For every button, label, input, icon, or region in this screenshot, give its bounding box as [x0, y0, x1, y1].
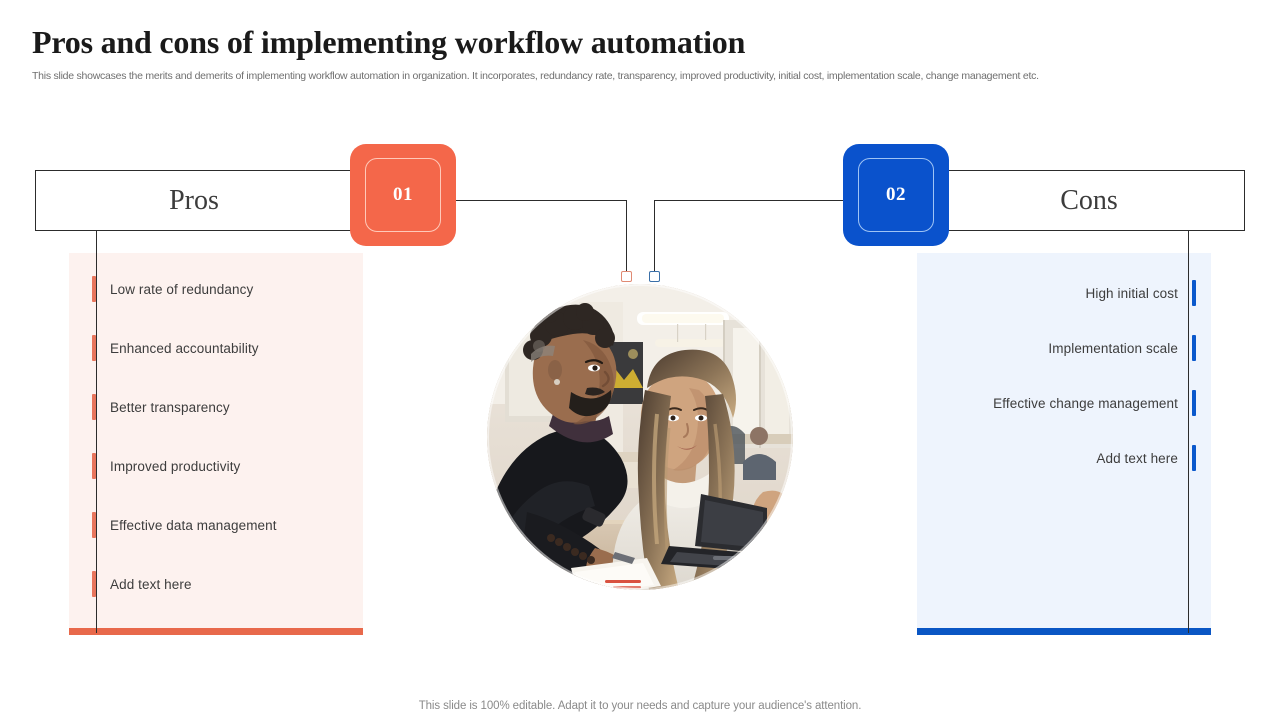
pros-list-item[interactable]: Better transparency [92, 394, 230, 420]
pros-list-item[interactable]: Enhanced accountability [92, 335, 259, 361]
pros-list-item[interactable]: Add text here [92, 571, 192, 597]
pros-item-label: Enhanced accountability [110, 340, 259, 356]
pros-panel [69, 253, 363, 628]
cons-header-box: Cons [897, 170, 1245, 231]
bullet-bar-icon [92, 453, 96, 479]
bullet-bar-icon [1192, 445, 1196, 471]
cons-list-item[interactable]: High initial cost [1085, 280, 1196, 306]
connector-line-right-horizontal [654, 200, 844, 202]
bullet-bar-icon [92, 571, 96, 597]
bullet-bar-icon [92, 276, 96, 302]
cons-list-item[interactable]: Effective change management [993, 390, 1196, 416]
cons-item-label: Implementation scale [1048, 340, 1178, 356]
pros-list-item[interactable]: Improved productivity [92, 453, 240, 479]
bullet-bar-icon [1192, 280, 1196, 306]
pros-number-badge[interactable]: 01 [350, 144, 456, 246]
cons-list-item[interactable]: Add text here [1096, 445, 1196, 471]
footer-note: This slide is 100% editable. Adapt it to… [418, 700, 862, 712]
connector-line-left-vertical [626, 200, 628, 272]
connector-line-left-horizontal [455, 200, 627, 202]
office-collaboration-photo [487, 284, 793, 590]
pros-item-label: Effective data management [110, 517, 277, 533]
page-subtitle: This slide showcases the merits and deme… [32, 70, 1039, 82]
pros-badge-inner-frame: 01 [365, 158, 441, 232]
bullet-bar-icon [92, 512, 96, 538]
pros-badge-number: 01 [393, 184, 413, 205]
cons-panel [917, 253, 1211, 628]
cons-badge-inner-frame: 02 [858, 158, 934, 232]
bullet-bar-icon [92, 335, 96, 361]
pros-list-item[interactable]: Effective data management [92, 512, 277, 538]
cons-heading: Cons [1060, 184, 1118, 216]
bullet-bar-icon [92, 394, 96, 420]
bullet-bar-icon [1192, 335, 1196, 361]
connector-endpoint-cons [649, 271, 660, 282]
cons-list-item[interactable]: Implementation scale [1048, 335, 1196, 361]
pros-item-label: Improved productivity [110, 458, 241, 474]
pros-item-label: Add text here [110, 576, 192, 592]
cons-panel-underline [917, 628, 1211, 635]
cons-number-badge[interactable]: 02 [843, 144, 949, 246]
pros-heading: Pros [169, 184, 219, 216]
cons-badge-number: 02 [886, 184, 906, 205]
pros-item-label: Low rate of redundancy [110, 281, 254, 297]
pros-list-item[interactable]: Low rate of redundancy [92, 276, 253, 302]
bullet-bar-icon [1192, 390, 1196, 416]
connector-drop-line-pros [96, 231, 98, 633]
connector-line-right-vertical [654, 200, 656, 272]
connector-drop-line-cons [1188, 231, 1190, 633]
cons-item-label: Add text here [1096, 450, 1178, 466]
cons-item-label: Effective change management [993, 395, 1178, 411]
pros-header-box: Pros [35, 170, 383, 231]
page-title: Pros and cons of implementing workflow a… [32, 24, 746, 60]
connector-endpoint-pros [621, 271, 632, 282]
cons-item-label: High initial cost [1085, 285, 1178, 301]
center-photo [487, 284, 793, 590]
pros-item-label: Better transparency [110, 399, 230, 415]
pros-panel-underline [69, 628, 363, 635]
